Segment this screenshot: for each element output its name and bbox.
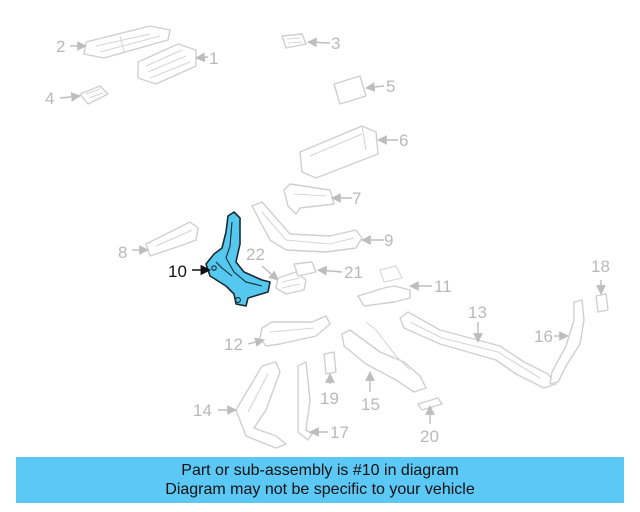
- callout-6-label: 6: [399, 131, 408, 150]
- part-2-shape: [83, 25, 171, 59]
- callout-7: 7: [331, 189, 361, 208]
- callout-2: 2: [56, 37, 87, 56]
- part-1-shape: [137, 43, 197, 85]
- part-13-shape: [399, 311, 557, 389]
- callout-16: 16: [534, 327, 569, 346]
- callout-19: 19: [320, 373, 339, 408]
- callout-22: 22: [246, 245, 279, 281]
- callout-12-label: 12: [224, 335, 243, 354]
- callout-20-label: 20: [420, 427, 439, 446]
- banner-line-1: Part or sub-assembly is #10 in diagram: [181, 462, 459, 479]
- callout-2-label: 2: [56, 37, 65, 56]
- info-banner: Part or sub-assembly is #10 in diagram D…: [16, 457, 624, 503]
- part-8-shape: [145, 221, 199, 257]
- part-6-shape: [299, 125, 379, 179]
- part-10-shape: [205, 211, 271, 307]
- callout-6: 6: [377, 131, 408, 150]
- part-20-shape: [417, 397, 443, 411]
- callout-11: 11: [409, 277, 452, 296]
- callout-14-label: 14: [193, 401, 212, 420]
- callout-12: 12: [224, 335, 265, 354]
- callout-10-label: 10: [168, 262, 187, 281]
- callout-1-label: 1: [209, 49, 218, 68]
- part-14-shape: [235, 361, 287, 449]
- part-18-shape: [595, 293, 609, 313]
- callout-5-label: 5: [386, 77, 395, 96]
- part-9-shape: [251, 201, 363, 253]
- callout-13: 13: [468, 303, 487, 343]
- callout-9: 9: [361, 231, 393, 250]
- callout-8: 8: [118, 243, 149, 262]
- callout-1: 1: [195, 49, 218, 68]
- part-3-shape: [281, 33, 307, 49]
- callout-15-label: 15: [361, 395, 380, 414]
- part-5-shape: [333, 75, 367, 105]
- callout-15: 15: [361, 371, 380, 414]
- callout-5: 5: [365, 77, 395, 96]
- callout-16-label: 16: [534, 327, 553, 346]
- callout-17: 17: [309, 423, 349, 442]
- banner-line-2: Diagram may not be specific to your vehi…: [165, 481, 475, 498]
- part-11-shape: [357, 265, 411, 307]
- callout-10: 10: [168, 262, 212, 281]
- callout-22-label: 22: [246, 245, 265, 264]
- part-15-shape: [341, 321, 427, 393]
- callout-21: 21: [317, 263, 363, 282]
- callout-7-label: 7: [352, 189, 361, 208]
- callout-3-label: 3: [331, 34, 340, 53]
- part-21-shape: [293, 261, 317, 277]
- part-19-shape: [323, 351, 337, 375]
- callout-4: 4: [45, 89, 81, 108]
- callout-14: 14: [193, 401, 237, 420]
- callout-8-label: 8: [118, 243, 127, 262]
- callout-4-label: 4: [45, 89, 54, 108]
- part-7-shape: [283, 183, 335, 215]
- callout-3: 3: [307, 34, 340, 53]
- part-4-shape: [79, 85, 109, 105]
- part-12-shape: [259, 315, 331, 347]
- part-17-shape: [297, 361, 313, 441]
- callout-17-label: 17: [330, 423, 349, 442]
- callout-21-label: 21: [344, 263, 363, 282]
- callout-11-label: 11: [434, 277, 452, 296]
- callout-13-label: 13: [468, 303, 487, 322]
- callout-18-label: 18: [591, 257, 610, 276]
- callout-18: 18: [591, 257, 610, 295]
- part-16-shape: [549, 299, 585, 385]
- callout-20: 20: [420, 405, 439, 446]
- callout-19-label: 19: [320, 389, 339, 408]
- callout-9-label: 9: [384, 231, 393, 250]
